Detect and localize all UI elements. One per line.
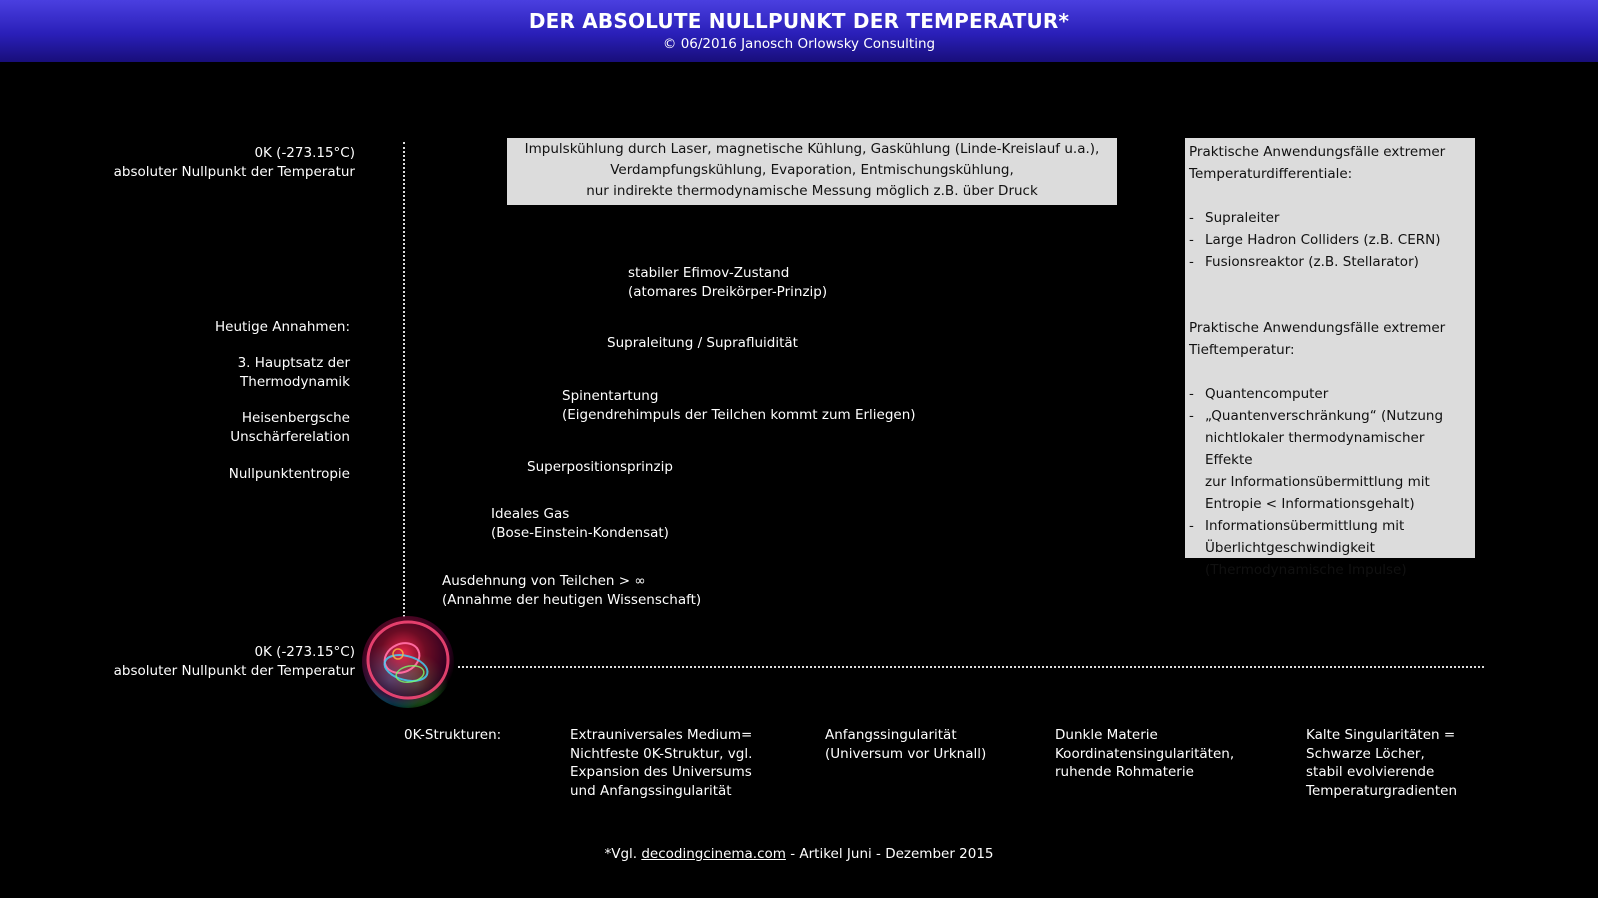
top-zero-kelvin: 0K (-273.15°C)	[254, 145, 355, 161]
phenomenon-superposition: Superpositionsprinzip	[527, 458, 673, 477]
list-item-line: Informationsübermittlung mit	[1205, 518, 1405, 534]
assumption-item: Nullpunktentropie	[229, 465, 350, 484]
list-item: Fusionsreaktor (z.B. Stellarator)	[1189, 251, 1471, 273]
top-zero-label: 0K (-273.15°C) absoluter Nullpunkt der T…	[114, 144, 355, 181]
structure-line: Extrauniversales Medium=	[570, 727, 753, 743]
structure-line: Nichtfeste 0K-Struktur, vgl.	[570, 745, 753, 762]
horizontal-zero-axis	[458, 666, 1484, 668]
structure-line: Schwarze Löcher,	[1306, 745, 1425, 762]
phenomenon-expansion: Ausdehnung von Teilchen > ∞ (Annahme der…	[442, 572, 701, 609]
list-item-line: Überlichtgeschwindigkeit	[1205, 540, 1375, 556]
structure-item: Extrauniversales Medium= Nichtfeste 0K-S…	[570, 726, 752, 800]
applications-list-lowtemp: Quantencomputer „Quantenverschränkung“ (…	[1189, 383, 1471, 581]
phenomenon-title: Supraleitung / Suprafluidität	[607, 335, 798, 351]
list-item-line: nichtlokaler thermodynamischer Effekte	[1205, 430, 1425, 468]
assumption-line: 3. Hauptsatz der	[237, 355, 350, 371]
phenomenon-detail: (Bose-Einstein-Kondensat)	[491, 524, 669, 541]
list-item-line: „Quantenverschränkung“ (Nutzung	[1205, 408, 1444, 424]
assumption-line: Nullpunktentropie	[228, 466, 350, 482]
cooling-line: Impulskühlung durch Laser, magnetische K…	[524, 141, 1100, 157]
header-banner: DER ABSOLUTE NULLPUNKT DER TEMPERATUR* ©…	[0, 0, 1598, 62]
applications-list-differential: Supraleiter Large Hadron Colliders (z.B.…	[1189, 207, 1471, 273]
list-item: Informationsübermittlung mit Überlichtge…	[1189, 515, 1471, 581]
footnote: *Vgl. decodingcinema.com - Artikel Juni …	[0, 846, 1598, 862]
phenomenon-detail: (Eigendrehimpuls der Teilchen kommt zum …	[562, 406, 916, 423]
assumption-item: 3. Hauptsatz der Thermodynamik	[238, 354, 350, 391]
structure-line: Dunkle Materie	[1055, 727, 1158, 743]
structure-line: Temperaturgradienten	[1306, 782, 1457, 799]
structure-line: Kalte Singularitäten =	[1306, 727, 1456, 743]
phenomenon-efimov: stabiler Efimov-Zustand (atomares Dreikö…	[628, 264, 827, 301]
page-title: DER ABSOLUTE NULLPUNKT DER TEMPERATUR*	[528, 9, 1070, 33]
assumptions-heading: Heutige Annahmen:	[215, 319, 350, 335]
footnote-suffix: - Artikel Juni - Dezember 2015	[785, 846, 994, 862]
structure-line: Expansion des Universums	[570, 764, 752, 780]
assumption-line: Thermodynamik	[240, 373, 350, 390]
phenomenon-detail: (Annahme der heutigen Wissenschaft)	[442, 591, 702, 608]
assumption-line: Unschärferelation	[230, 428, 350, 445]
phenomenon-ideal-gas: Ideales Gas (Bose-Einstein-Kondensat)	[491, 505, 669, 542]
bottom-zero-kelvin: 0K (-273.15°C)	[254, 644, 355, 660]
phenomenon-title: Superpositionsprinzip	[527, 459, 673, 475]
list-item-line: (Thermodynamische Impulse)	[1205, 562, 1407, 578]
bottom-zero-label: 0K (-273.15°C) absoluter Nullpunkt der T…	[114, 643, 355, 680]
structure-item: Kalte Singularitäten = Schwarze Löcher, …	[1306, 726, 1457, 800]
phenomenon-title: Spinentartung	[562, 388, 659, 404]
list-item-line: Entropie < Informationsgehalt)	[1205, 496, 1415, 512]
list-item: Large Hadron Colliders (z.B. CERN)	[1189, 229, 1471, 251]
list-item: Quantencomputer	[1189, 383, 1471, 405]
structure-line: Anfangssingularität	[825, 727, 957, 743]
footnote-link[interactable]: decodingcinema.com	[641, 846, 786, 862]
singularity-swirl-icon	[366, 620, 450, 700]
singularity-orb-image	[362, 616, 454, 708]
assumption-line: Heisenbergsche	[241, 410, 350, 426]
structure-line: stabil evolvierende	[1306, 764, 1435, 780]
structures-label: 0K-Strukturen:	[404, 727, 502, 743]
phenomenon-spin: Spinentartung (Eigendrehimpuls der Teilc…	[562, 387, 916, 424]
applications-heading: Tieftemperatur:	[1189, 342, 1295, 358]
structure-line: (Universum vor Urknall)	[825, 745, 987, 762]
applications-heading: Temperaturdifferentiale:	[1189, 166, 1353, 182]
page-subtitle: © 06/2016 Janosch Orlowsky Consulting	[662, 36, 936, 52]
cooling-line: Verdampfungskühlung, Evaporation, Entmis…	[610, 162, 1014, 178]
structure-line: Koordinatensingularitäten,	[1055, 745, 1235, 762]
assumption-item: Heisenbergsche Unschärferelation	[230, 409, 350, 446]
list-item: „Quantenverschränkung“ (Nutzung nichtlok…	[1189, 405, 1471, 515]
structure-line: und Anfangssingularität	[570, 782, 732, 799]
structure-item: Anfangssingularität (Universum vor Urkna…	[825, 726, 986, 763]
applications-heading: Praktische Anwendungsfälle extremer	[1189, 144, 1446, 160]
vertical-temperature-axis	[403, 142, 405, 617]
bottom-zero-description: absoluter Nullpunkt der Temperatur	[113, 662, 355, 679]
list-item-line: zur Informationsübermittlung mit	[1205, 474, 1430, 490]
structure-item: Dunkle Materie Koordinatensingularitäten…	[1055, 726, 1234, 782]
applications-box: Praktische Anwendungsfälle extremer Temp…	[1185, 138, 1475, 578]
cooling-line: nur indirekte thermodynamische Messung m…	[586, 183, 1038, 199]
phenomenon-detail: (atomares Dreikörper-Prinzip)	[628, 283, 828, 300]
phenomenon-title: Ausdehnung von Teilchen > ∞	[442, 573, 646, 589]
list-item-line: Quantencomputer	[1205, 386, 1329, 402]
structure-line: ruhende Rohmaterie	[1055, 764, 1194, 780]
list-item: Supraleiter	[1189, 207, 1471, 229]
top-zero-description: absoluter Nullpunkt der Temperatur	[113, 163, 355, 180]
phenomenon-superconductivity: Supraleitung / Suprafluidität	[607, 334, 798, 353]
footnote-prefix: *Vgl.	[604, 846, 642, 862]
phenomenon-title: stabiler Efimov-Zustand	[628, 265, 790, 281]
cooling-methods-box: Impulskühlung durch Laser, magnetische K…	[507, 138, 1117, 205]
applications-heading: Praktische Anwendungsfälle extremer	[1189, 320, 1446, 336]
phenomenon-title: Ideales Gas	[491, 506, 570, 522]
